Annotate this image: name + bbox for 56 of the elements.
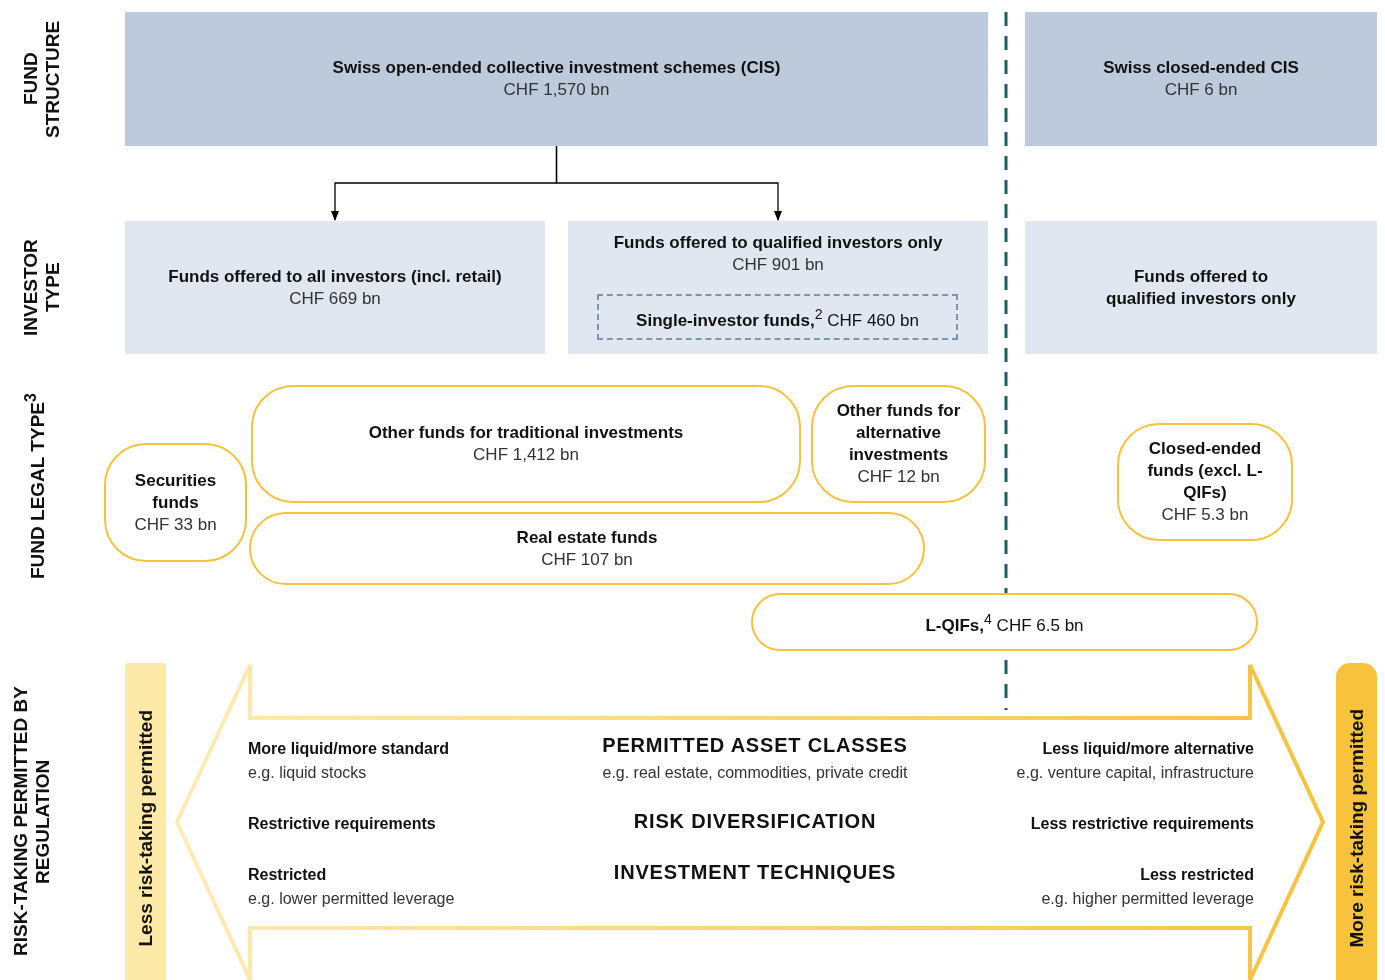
legal-type-pill xyxy=(249,512,925,585)
node-title: Swiss closed-ended CIS xyxy=(1103,57,1299,79)
row-label: INVESTOR TYPE xyxy=(20,238,64,338)
scale-label: Less risk-taking permitted xyxy=(134,709,157,947)
node-title: Other funds for alternative investments xyxy=(835,400,962,466)
fund-structure-box xyxy=(1025,12,1377,146)
subheading: Restrictive requirements xyxy=(248,814,436,834)
node-title: Securities funds xyxy=(133,469,218,514)
risk-scale-bar xyxy=(1336,663,1377,980)
node-title: Funds offered to qualified investors only xyxy=(613,232,943,254)
example-text: e.g. higher permitted leverage xyxy=(1041,889,1254,909)
node-value: CHF 12 bn xyxy=(857,466,940,488)
node-title: Real estate funds xyxy=(516,526,658,549)
subheading: Less restricted xyxy=(1140,865,1254,885)
example-text: e.g. venture capital, infrastructure xyxy=(1016,763,1254,783)
investor-type-box xyxy=(125,221,545,354)
node-title: Single-investor funds,$^{2}$ CHF 460 bn xyxy=(636,304,919,332)
example-text: e.g. liquid stocks xyxy=(248,763,367,783)
legal-type-pill xyxy=(251,385,801,503)
node-title: Funds offered to all investors (incl. retail) xyxy=(168,265,502,288)
node-value: CHF 6 bn xyxy=(1164,79,1238,101)
node-value: CHF 669 bn xyxy=(289,287,381,310)
legal-type-pill xyxy=(104,443,247,562)
subheading: Less restrictive requirements xyxy=(1030,814,1254,834)
arrow xyxy=(555,145,782,221)
investor-type-box xyxy=(1025,221,1377,354)
subheading: Restricted xyxy=(248,865,327,885)
node-title: Swiss open-ended collective investment schemes (CIS) xyxy=(332,57,781,79)
node-title: Other funds for traditional investments xyxy=(368,422,684,444)
legal-type-pill xyxy=(751,593,1258,651)
node-title: L-QIFs,$^{4}$ CHF 6.5 bn xyxy=(925,609,1084,637)
node-title: Closed-ended funds (excl. L-QIFs) xyxy=(1146,438,1264,504)
row-label: FUND STRUCTURE xyxy=(20,19,64,140)
node-value: CHF 901 bn xyxy=(732,254,824,276)
legal-type-pill xyxy=(811,385,986,503)
example-text: e.g. lower permitted leverage xyxy=(248,889,455,909)
example-text: e.g. real estate, commodities, private credit xyxy=(602,763,908,783)
legal-type-pill xyxy=(1117,423,1293,541)
node-value: CHF 5.3 bn xyxy=(1161,504,1249,526)
section-heading: RISK DIVERSIFICATION xyxy=(633,811,877,831)
subheading: Less liquid/more alternative xyxy=(1042,739,1254,759)
node-value: CHF 33 bn xyxy=(134,513,217,536)
node-value: CHF 1,412 bn xyxy=(473,444,579,466)
node-value: CHF 107 bn xyxy=(541,548,633,571)
section-heading: INVESTMENT TECHNIQUES xyxy=(613,862,897,882)
scale-label: More risk-taking permitted xyxy=(1345,708,1368,948)
investor-type-box xyxy=(568,221,988,354)
fund-structure-box xyxy=(125,12,988,146)
row-label: RISK-TAKING PERMITTED BY REGULATION xyxy=(10,685,54,959)
subheading: More liquid/more standard xyxy=(248,739,449,759)
section-heading: PERMITTED ASSET CLASSES xyxy=(602,735,908,755)
node-value: CHF 1,570 bn xyxy=(503,79,610,101)
node-title: Funds offered to qualified investors only xyxy=(1105,265,1297,310)
risk-scale-panel xyxy=(175,663,1325,980)
risk-scale-bar xyxy=(125,663,166,980)
dashed-subgroup-box xyxy=(597,294,958,340)
